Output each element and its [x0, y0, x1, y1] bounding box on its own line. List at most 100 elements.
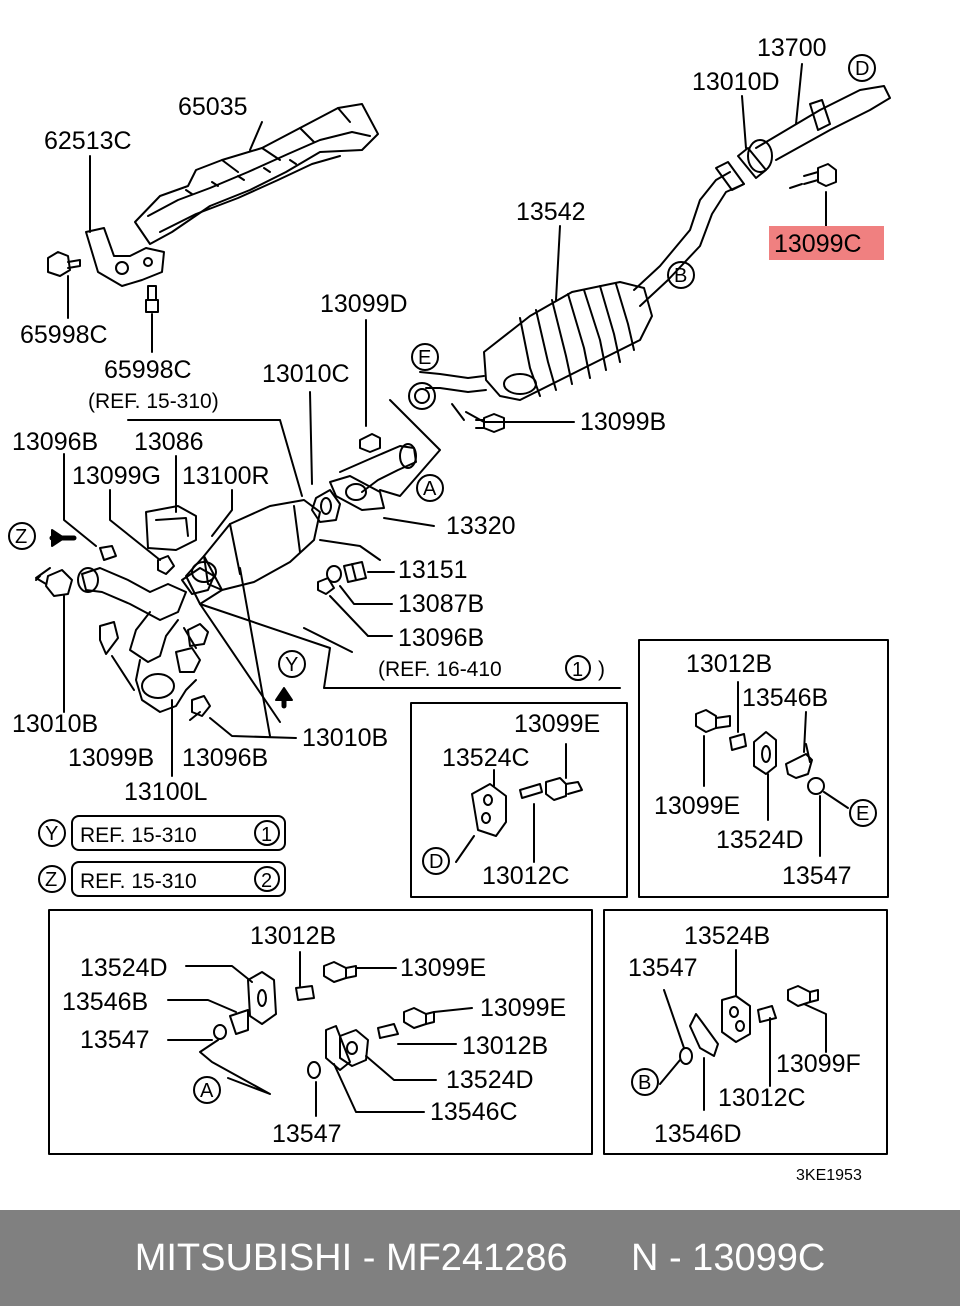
- box-b-marker: B: [638, 1072, 651, 1094]
- hanger-13524d-e-drawing: [753, 731, 777, 775]
- hanger-13524c-drawing: [471, 783, 507, 837]
- marker-circle-z-top: [8, 522, 36, 550]
- exhaust-manifold-drawing: [77, 567, 209, 713]
- label-13096b-bottom: 13096B: [182, 744, 268, 772]
- label-13010b-right: 13010B: [302, 724, 388, 752]
- label-13087b: 13087B: [398, 590, 484, 618]
- marker-circle-e-box: [849, 799, 877, 827]
- marker-circle-b-top: [667, 261, 695, 289]
- bolt-65998c-center: [145, 285, 159, 313]
- footer-position: N - 13099C: [630, 1236, 826, 1279]
- label-13151: 13151: [398, 556, 468, 584]
- label-13096b-mid: 13096B: [398, 624, 484, 652]
- box-b-13547: 13547: [628, 954, 698, 982]
- label-13100l: 13100L: [124, 778, 208, 806]
- marker-circle-z-ref: [38, 865, 66, 893]
- marker-circle-y-ref: [38, 819, 66, 847]
- marker-circle-e-top: [411, 343, 439, 371]
- ref-z-frame: [71, 861, 286, 897]
- part-info-footer: MITSUBISHI - MF241286 N - 13099C: [0, 1210, 960, 1306]
- box-e-marker: E: [856, 803, 869, 825]
- ref-z-text: REF. 15-310: [80, 870, 197, 893]
- footer-gap: [568, 1237, 631, 1280]
- sensor-drawing: [99, 621, 119, 655]
- label-13010b-left: 13010B: [12, 710, 98, 738]
- ref-16-410-num: 1: [572, 659, 583, 681]
- box-a-13547-left: 13547: [80, 1026, 150, 1054]
- label-13099b-bottom: 13099B: [68, 744, 154, 772]
- box-b-13012c: 13012C: [718, 1084, 806, 1112]
- ref-16-410-num-circle: [565, 655, 591, 681]
- marker-z-top: Z: [15, 526, 27, 548]
- bolt-13099g-drawing: [157, 555, 175, 575]
- highlight-13099c-box: [769, 226, 884, 260]
- box-d-13099e: 13099E: [514, 710, 600, 738]
- box-e-13099e: 13099E: [654, 792, 740, 820]
- box-b-13524b: 13524B: [684, 922, 770, 950]
- ref-16-410-close: ): [598, 658, 605, 681]
- nut-13096b-bottom-drawing: [191, 695, 211, 717]
- marker-circle-a-box: [193, 1076, 221, 1104]
- marker-e-top: E: [418, 347, 431, 369]
- label-13099g: 13099G: [72, 462, 161, 490]
- label-13096b-top: 13096B: [12, 428, 98, 456]
- marker-circle-d-box: [422, 847, 450, 875]
- box-a-13547-bottom: 13547: [272, 1120, 342, 1148]
- box-a-13524d-left: 13524D: [80, 954, 168, 982]
- ref-16-410: (REF. 16-410: [378, 658, 502, 681]
- hanger-13524d-a-drawing: [247, 971, 277, 1025]
- box-e-13524d: 13524D: [716, 826, 804, 854]
- marker-y-top: Y: [285, 654, 298, 676]
- ref-y-num: 1: [261, 824, 272, 846]
- ref-y-text: REF. 15-310: [80, 824, 197, 847]
- footer-brand: MITSUBISHI: [134, 1236, 353, 1279]
- label-13010d: 13010D: [692, 68, 780, 96]
- heat-shield-13086-drawing: [145, 505, 197, 551]
- bolt-65998c-left: [47, 251, 81, 277]
- diagram-code: 3KE1953: [796, 1167, 862, 1184]
- hanger-13524b-drawing: [721, 995, 751, 1043]
- exhaust-parts-diagram: 13700 13010D 13099C 65035 62513C 13542 6…: [8, 34, 891, 1184]
- marker-circle-b-box: [631, 1068, 659, 1096]
- box-d-marker: D: [429, 851, 443, 873]
- box-a-13546c: 13546C: [430, 1098, 518, 1126]
- nut-13096b-drawing: [99, 545, 117, 561]
- label-65998c-left: 65998C: [20, 321, 108, 349]
- label-62513c: 62513C: [44, 127, 132, 155]
- box-a-13546b: 13546B: [62, 988, 148, 1016]
- label-65998c-center: 65998C: [104, 356, 192, 384]
- bracket-drawing: [85, 227, 165, 287]
- box-a-13012b-top: 13012B: [250, 922, 336, 950]
- marker-circle-a-top: [416, 474, 444, 502]
- box-e-13012b: 13012B: [686, 650, 772, 678]
- marker-y-ref: Y: [45, 823, 58, 845]
- box-a-13099e-right: 13099E: [480, 994, 566, 1022]
- marker-z-ref: Z: [45, 869, 57, 891]
- label-13086: 13086: [134, 428, 204, 456]
- box-a-13012b-right: 13012B: [462, 1032, 548, 1060]
- label-13100r: 13100R: [182, 462, 270, 490]
- ref-y-num-circle: [254, 820, 280, 846]
- label-13010c: 13010C: [262, 360, 350, 388]
- label-13099c: 13099C: [774, 230, 862, 258]
- box-a-13524d-right: 13524D: [446, 1066, 534, 1094]
- heat-protector-drawing: [134, 103, 379, 245]
- ref-y-frame: [71, 815, 286, 851]
- ref-z-num-circle: [254, 866, 280, 892]
- box-d-13524c: 13524C: [442, 744, 530, 772]
- box-b-13546d: 13546D: [654, 1120, 742, 1148]
- box-b-13099f: 13099F: [776, 1050, 861, 1078]
- gasket-13010b-right-drawing: [181, 567, 215, 595]
- label-13099d: 13099D: [320, 290, 408, 318]
- label-13542: 13542: [516, 198, 586, 226]
- bolt-13099c-drawing: [789, 163, 837, 189]
- footer-separator: -: [352, 1236, 386, 1279]
- ref-15-310-top: (REF. 15-310): [88, 390, 219, 413]
- box-e-13547: 13547: [782, 862, 852, 890]
- label-13099b-top: 13099B: [580, 408, 666, 436]
- marker-d-top: D: [855, 58, 869, 80]
- box-a-13099e-top: 13099E: [400, 954, 486, 982]
- box-a-marker: A: [200, 1080, 214, 1102]
- marker-b-top: B: [674, 265, 687, 287]
- label-65035: 65035: [178, 93, 248, 121]
